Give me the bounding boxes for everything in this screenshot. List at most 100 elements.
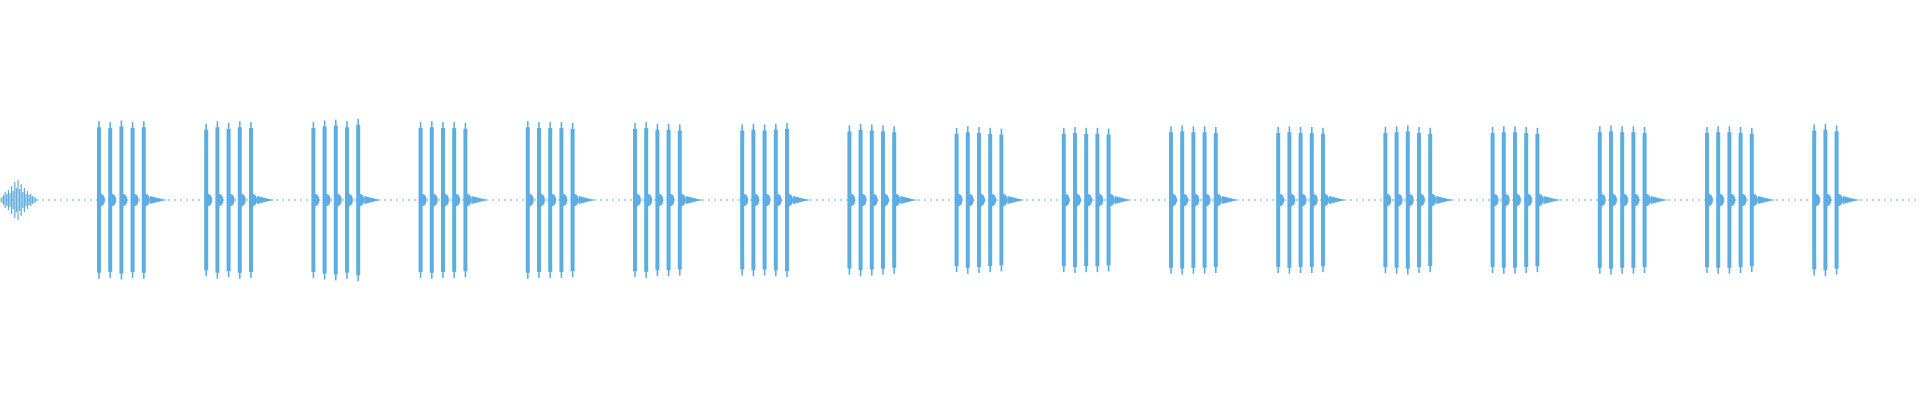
pulse-bulge: [570, 194, 579, 206]
burst-group: [740, 122, 811, 278]
pulse-tail: [1842, 196, 1861, 204]
pulse-bulge: [1106, 194, 1115, 206]
pulse-bulge: [356, 194, 365, 206]
burst-group: [1169, 125, 1240, 275]
burst-group: [847, 123, 919, 277]
pulse-bulge: [977, 194, 985, 206]
burst-group: [954, 126, 1026, 274]
pulse-bulge: [1620, 194, 1629, 206]
pulse-bulge: [1298, 194, 1307, 206]
pulse-bulge: [1716, 194, 1725, 206]
pulse-bulge: [773, 194, 782, 206]
burst-group: [1812, 123, 1861, 277]
pulse-bulge: [1727, 194, 1736, 206]
pulse-bulge: [97, 194, 105, 206]
pulse-tail: [257, 196, 275, 204]
pulse-bulge: [869, 194, 878, 206]
pulse-bulge: [249, 194, 257, 206]
pulse-bulge: [226, 194, 235, 206]
pulse-bulge: [463, 194, 472, 206]
pulse-bulge: [1417, 194, 1425, 206]
pulse-bulge: [1738, 194, 1747, 206]
burst-group: [1276, 126, 1347, 274]
pulse-bulge: [548, 194, 557, 206]
pulse-bulge: [1642, 194, 1651, 206]
pulse-bulge: [1309, 194, 1318, 206]
pulse-bulge: [1202, 194, 1211, 206]
pulse-bulge: [559, 194, 568, 206]
pulse-bulge: [881, 194, 889, 206]
pulse-tail: [685, 196, 704, 204]
pulse-bulge: [1287, 194, 1296, 206]
pulse-bulge: [1394, 194, 1403, 206]
pulse-bulge: [858, 194, 867, 206]
burst-group: [204, 121, 275, 279]
pulse-bulge: [311, 194, 320, 206]
pulse-tail: [1436, 196, 1455, 204]
pulse-bulge: [1191, 194, 1200, 206]
burst-group: [1061, 127, 1133, 273]
pulse-bulge: [1084, 194, 1093, 206]
burst-group: [633, 122, 704, 278]
pulse-bulge: [999, 194, 1008, 206]
pulse-bulge: [130, 194, 139, 206]
burst-group: [311, 118, 383, 282]
pulse-bulge: [322, 194, 331, 206]
pulse-bulge: [740, 194, 749, 206]
burst-group: [1597, 125, 1669, 275]
pulse-bulge: [1213, 194, 1222, 206]
pulse-bulge: [237, 194, 246, 206]
pulse-bulge: [1705, 194, 1713, 206]
intro-noise-segment: [1, 180, 37, 220]
pulse-bulge: [1834, 194, 1843, 206]
pulse-bulge: [452, 194, 461, 206]
pulse-tail: [1650, 196, 1669, 204]
burst-group: [418, 121, 490, 279]
pulse-bulge: [525, 194, 534, 206]
pulse-bulge: [204, 194, 213, 206]
pulse-bulge: [1276, 194, 1285, 206]
pulse-bulge: [762, 194, 771, 206]
burst-group: [525, 121, 597, 279]
pulse-bulge: [785, 194, 793, 206]
pulse-bulge: [751, 194, 760, 206]
pulse-bulge: [1524, 194, 1533, 206]
pulse-bulge: [333, 194, 342, 206]
pulse-bulge: [965, 194, 974, 206]
pulse-bulge: [1095, 194, 1104, 206]
pulse-bulge: [418, 194, 427, 206]
pulse-bulge: [644, 194, 653, 206]
pulse-bulge: [119, 194, 128, 206]
pulse-bulge: [1501, 194, 1510, 206]
pulse-bulge: [441, 194, 449, 206]
pulse-bulge: [1631, 194, 1640, 206]
pulse-bulge: [1812, 194, 1821, 206]
pulse-tail: [1329, 196, 1347, 204]
pulse-bulge: [215, 194, 224, 206]
pulse-bulge: [655, 194, 664, 206]
pulse-bulge: [1321, 194, 1329, 206]
pulse-bulge: [1428, 194, 1437, 206]
pulse-bulge: [429, 194, 438, 206]
pulse-bulge: [954, 194, 963, 206]
pulse-bulge: [1749, 194, 1758, 206]
pulse-tail: [578, 196, 597, 204]
pulse-bulge: [1405, 194, 1414, 206]
burst-group: [1490, 126, 1562, 274]
pulse-bulge: [1061, 194, 1070, 206]
pulse-bulge: [1823, 194, 1832, 206]
pulse-tail: [793, 196, 811, 204]
pulse-bulge: [537, 194, 545, 206]
pulse-tail: [149, 196, 168, 204]
burst-groups: [97, 118, 1861, 282]
pulse-bulge: [633, 194, 641, 206]
pulse-bulge: [666, 194, 675, 206]
pulse-bulge: [1490, 194, 1499, 206]
pulse-bulge: [1597, 194, 1606, 206]
pulse-bulge: [345, 194, 353, 206]
pulse-bulge: [988, 194, 997, 206]
pulse-tail: [900, 196, 919, 204]
pulse-bulge: [1383, 194, 1392, 206]
